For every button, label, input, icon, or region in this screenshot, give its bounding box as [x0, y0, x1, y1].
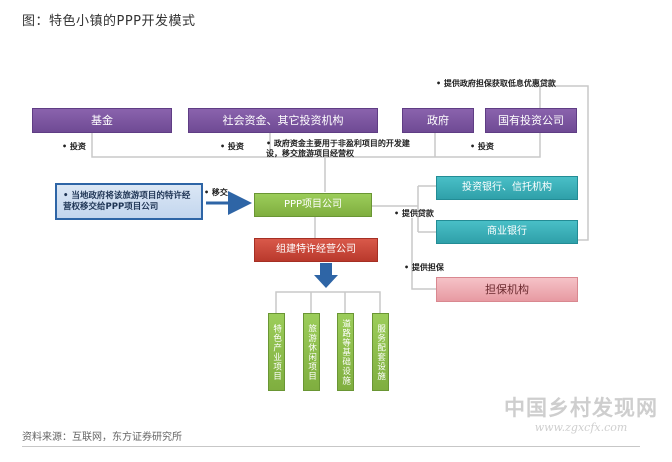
label-transfer: • 移交: [204, 188, 228, 197]
label-invest-soe: • 投资: [470, 142, 494, 151]
gov-capital-note: • 政府资金主要用于非盈利项目的开发建设，移交旅游项目经营权: [266, 139, 410, 159]
box-guarantor: 担保机构: [436, 277, 578, 302]
watermark-line1: 中国乡村发现网: [504, 395, 658, 420]
label-guarantee: • 提供担保: [404, 263, 444, 272]
divider: [22, 446, 640, 447]
label-loan: • 提供贷款: [394, 209, 434, 218]
box-government: 政府: [402, 108, 474, 133]
project-infrastructure: 道路等基础设施: [337, 313, 354, 391]
box-ppp-company: PPP项目公司: [254, 193, 372, 217]
box-investment-bank: 投资银行、信托机构: [436, 176, 578, 200]
source-note: 资料来源：互联网，东方证券研究所: [22, 432, 182, 443]
label-invest-fund: • 投资: [62, 142, 86, 151]
box-state-investment-co: 国有投资公司: [485, 108, 577, 133]
box-franchise-company: 组建特许经营公司: [254, 238, 378, 262]
label-invest-social: • 投资: [220, 142, 244, 151]
project-facilities: 服务配套设施: [372, 313, 389, 391]
watermark: 中国乡村发现网 www.zgxcfx.com: [504, 392, 658, 434]
investor-connector: [91, 133, 541, 158]
figure-title: 图：特色小镇的PPP开发模式: [22, 14, 196, 29]
box-social-capital: 社会资金、其它投资机构: [188, 108, 378, 133]
down-arrow-icon: [314, 263, 338, 288]
watermark-line2: www.zgxcfx.com: [534, 421, 628, 434]
project-tourism: 旅游休闲项目: [303, 313, 320, 391]
project-industry: 特色产业项目: [268, 313, 285, 391]
box-local-government: • 当地政府将该旅游项目的特许经营权移交给PPP项目公司: [55, 183, 203, 220]
box-commercial-bank: 商业银行: [436, 220, 578, 244]
box-fund: 基金: [32, 108, 172, 133]
gov-guarantee-note: • 提供政府担保获取低息优惠贷款: [436, 79, 556, 88]
